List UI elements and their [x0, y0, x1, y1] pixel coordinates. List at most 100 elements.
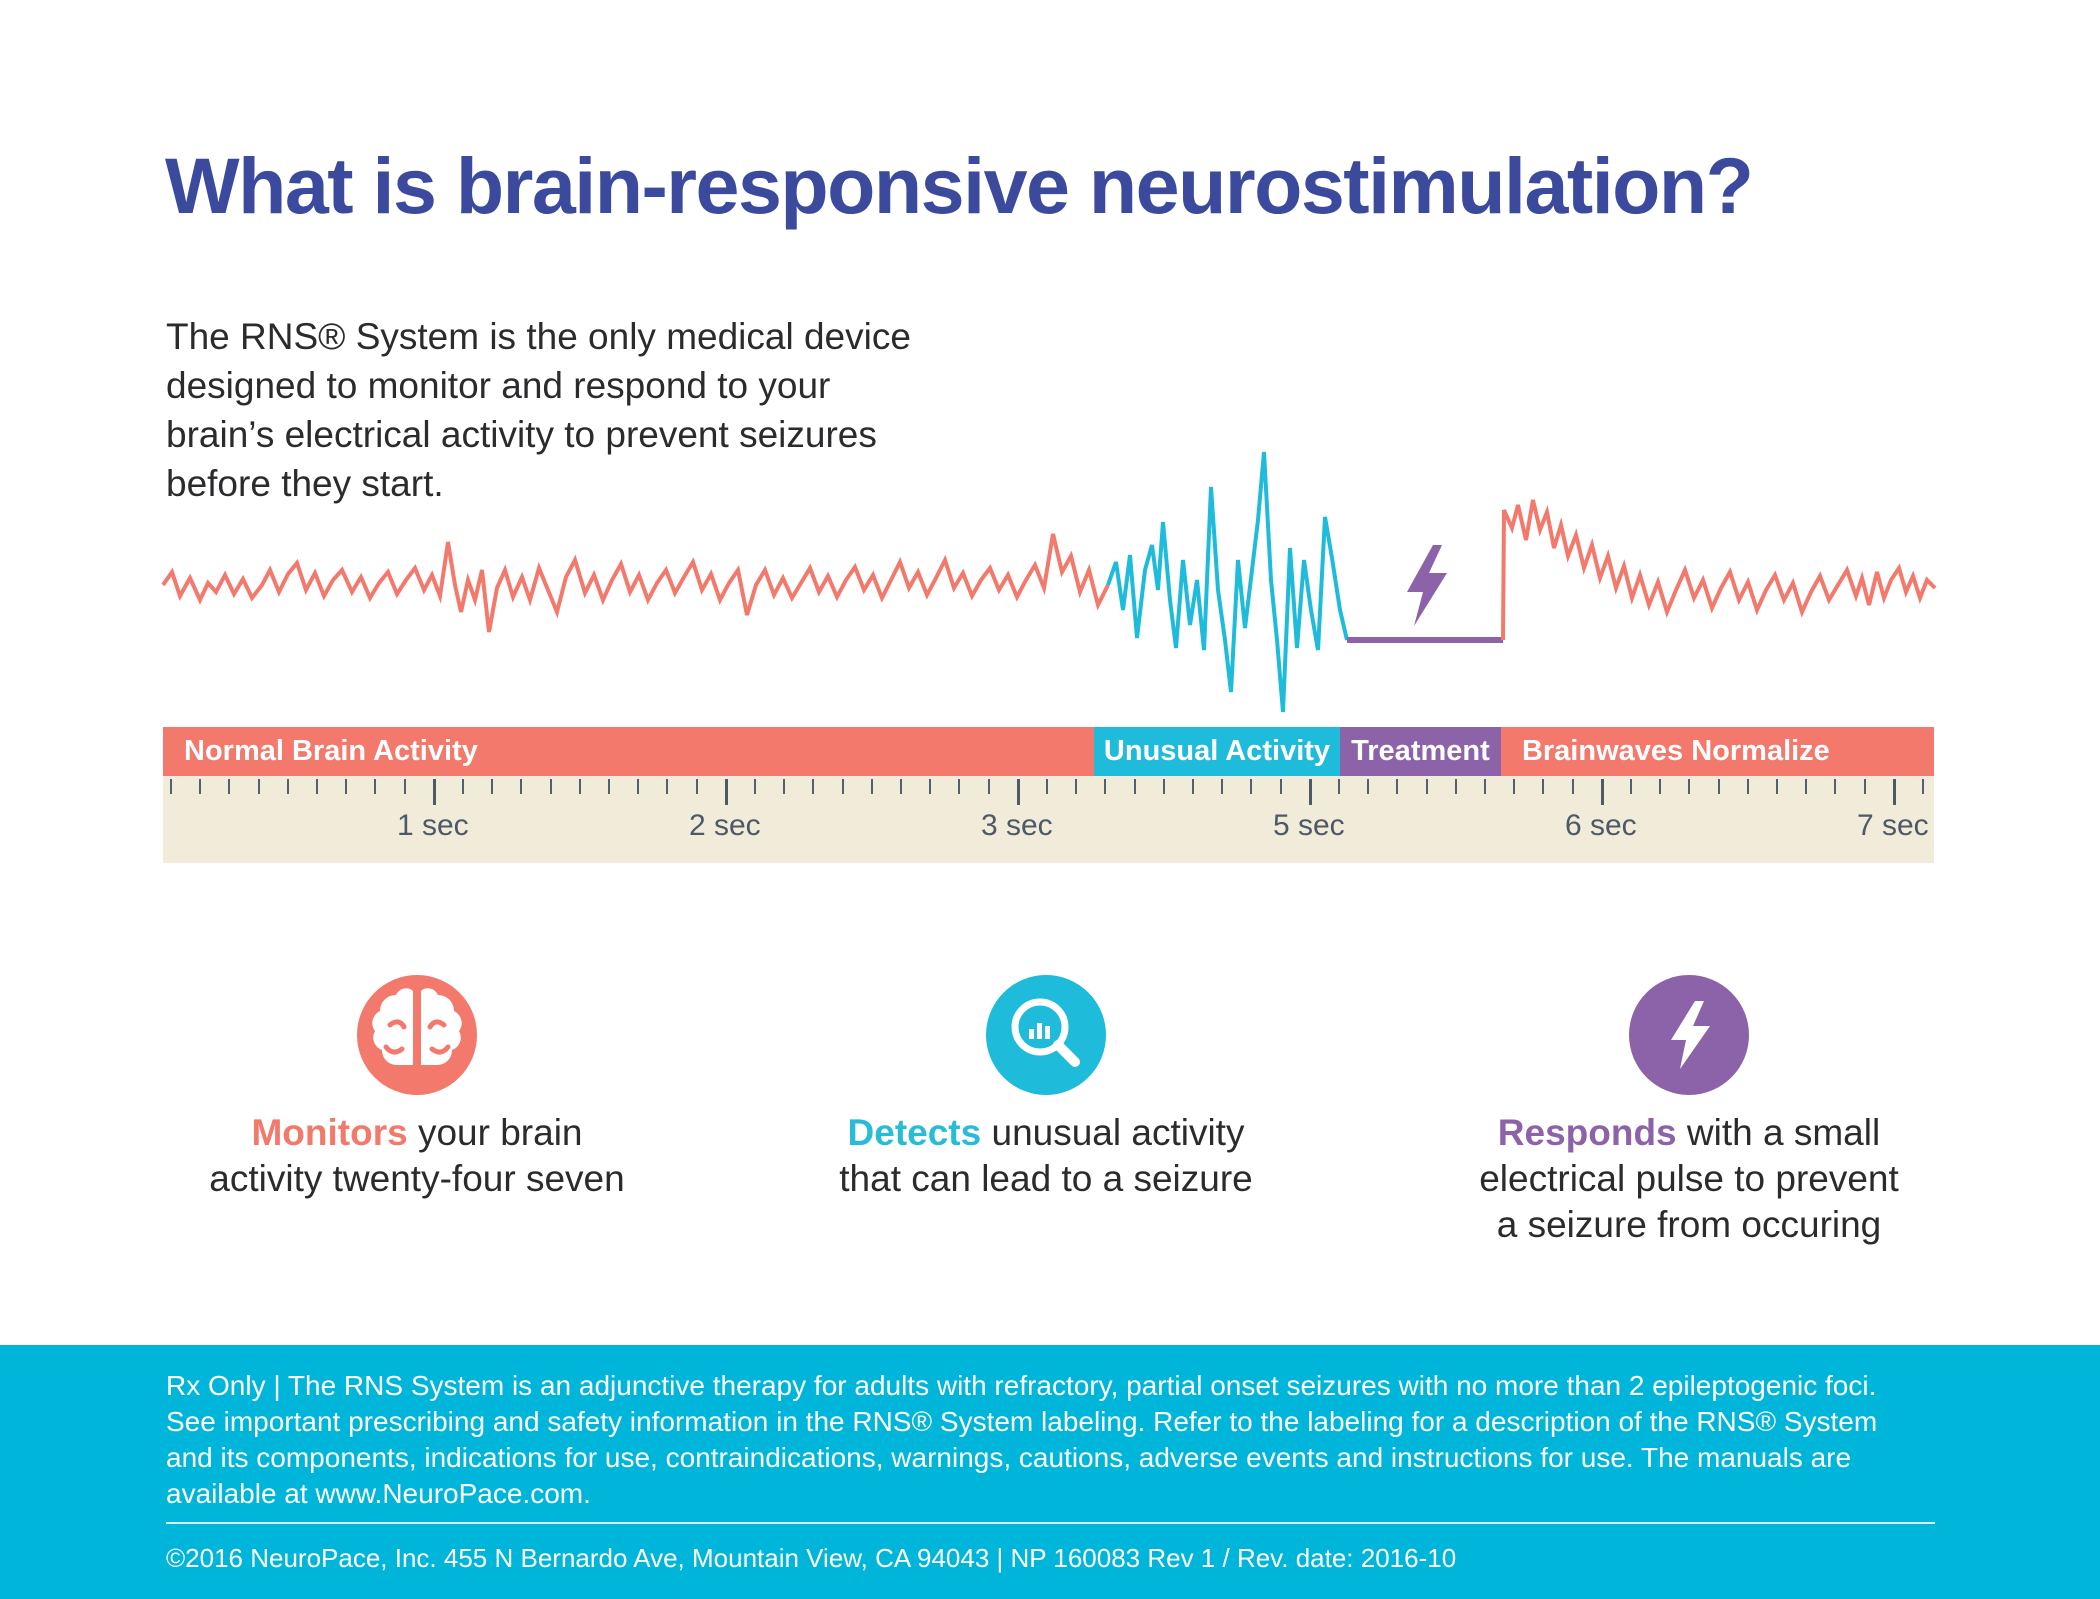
- ruler-tick-label: 2 sec: [688, 809, 761, 842]
- ruler-minor-tick: [1367, 779, 1370, 794]
- ruler-minor-tick: [1250, 779, 1253, 794]
- intro-line: The RNS® System is the only medical devi…: [166, 316, 911, 357]
- safety-disclaimer: Rx Only | The RNS System is an adjunctiv…: [166, 1368, 1966, 1512]
- feature-accent-word: Responds: [1497, 1112, 1677, 1153]
- ruler-major-tick: [724, 779, 728, 805]
- respond-caption: Responds with a small electrical pulse to…: [1389, 1110, 1989, 1248]
- ruler-major-tick: [432, 779, 436, 805]
- ruler-minor-tick: [1133, 779, 1136, 794]
- feature-accent-word: Monitors: [251, 1112, 408, 1153]
- intro-line: before they start.: [166, 463, 444, 504]
- ruler-tick-label: 5 sec: [1272, 809, 1345, 842]
- footer-divider: [166, 1522, 1935, 1524]
- ruler-minor-tick: [199, 779, 202, 794]
- ruler-minor-tick: [958, 779, 961, 794]
- feature-caption-text: activity twenty-four seven: [209, 1158, 625, 1199]
- feature-caption-text: a seizure from occuring: [1496, 1204, 1882, 1245]
- ruler-minor-tick: [257, 779, 260, 794]
- copyright-line: ©2016 NeuroPace, Inc. 455 N Bernardo Ave…: [166, 1543, 1457, 1573]
- ruler-minor-tick: [1922, 779, 1924, 794]
- monitor-feature: [357, 975, 477, 1095]
- feature-caption-text: electrical pulse to prevent: [1479, 1158, 1899, 1199]
- ruler-minor-tick: [1834, 779, 1837, 794]
- ruler-minor-tick: [462, 779, 464, 794]
- ruler-minor-tick: [1075, 779, 1078, 794]
- intro-line: designed to monitor and respond to your: [166, 365, 831, 406]
- brain-icon: [357, 975, 477, 1095]
- ruler-minor-tick: [228, 779, 231, 794]
- ruler-minor-tick: [549, 779, 552, 794]
- ruler-minor-tick: [1454, 779, 1457, 794]
- ruler-minor-tick: [1338, 779, 1340, 794]
- ruler-major-tick: [1308, 779, 1312, 805]
- disclaimer-line: Rx Only | The RNS System is an adjunctiv…: [166, 1370, 1877, 1401]
- page-title: What is brain-responsive neurostimulatio…: [165, 141, 1754, 230]
- intro-paragraph: The RNS® System is the only medical devi…: [166, 312, 1116, 508]
- ruler-minor-tick: [1688, 779, 1691, 794]
- ruler-tick-label: 6 sec: [1564, 809, 1637, 842]
- ruler-minor-tick: [578, 779, 581, 794]
- ruler-minor-tick: [637, 779, 640, 794]
- timeline-segment-label: Brainwaves Normalize: [1521, 735, 1830, 767]
- ruler-major-tick: [1600, 779, 1604, 805]
- ruler-minor-tick: [783, 779, 786, 794]
- ruler-minor-tick: [316, 779, 318, 794]
- disclaimer-line: and its components, indications for use,…: [166, 1442, 1852, 1473]
- ruler-minor-tick: [754, 779, 756, 794]
- eeg-segment-unusual-activity: [1106, 451, 1349, 713]
- feature-accent-word: Detects: [847, 1112, 982, 1153]
- ruler-minor-tick: [1805, 779, 1808, 794]
- feature-caption-text: that can lead to a seizure: [839, 1158, 1253, 1199]
- eeg-segment-brainwaves-normalize: [1501, 499, 1937, 641]
- respond-feature: [1629, 975, 1749, 1095]
- ruler-major-tick: [1892, 779, 1896, 805]
- ruler-minor-tick: [900, 779, 902, 794]
- stimulation-bolt-icon: [1407, 545, 1447, 626]
- feature-caption-line: Detects unusual activity: [746, 1110, 1346, 1156]
- ruler-minor-tick: [1863, 779, 1866, 794]
- ruler-minor-tick: [1630, 779, 1632, 794]
- ruler-minor-tick: [1659, 779, 1662, 794]
- ruler-minor-tick: [1162, 779, 1165, 794]
- timeline-segment: Normal Brain Activity: [163, 727, 1094, 776]
- ruler-minor-tick: [1571, 779, 1574, 794]
- ruler-minor-tick: [1279, 779, 1282, 794]
- ruler-minor-tick: [929, 779, 932, 794]
- ruler-minor-tick: [520, 779, 523, 794]
- footer-band: Rx Only | The RNS System is an adjunctiv…: [0, 1345, 2100, 1599]
- ruler-minor-tick: [1221, 779, 1224, 794]
- ruler-minor-tick: [1192, 779, 1194, 794]
- feature-caption-line: electrical pulse to prevent: [1389, 1156, 1989, 1202]
- feature-caption-line: Monitors your brain: [117, 1110, 717, 1156]
- ruler-tick-label: 7 sec: [1856, 809, 1929, 842]
- ruler-minor-tick: [403, 779, 406, 794]
- feature-caption-text: your brain: [407, 1112, 583, 1153]
- ruler-minor-tick: [1717, 779, 1720, 794]
- feature-caption-line: that can lead to a seizure: [746, 1156, 1346, 1202]
- ruler-minor-tick: [1046, 779, 1048, 794]
- ruler-major-tick: [1016, 779, 1020, 805]
- ruler-tick-label: 3 sec: [980, 809, 1053, 842]
- ruler-minor-tick: [812, 779, 815, 794]
- seconds-ruler: 1 sec 2 sec 3 sec 5 sec 6 sec 7 sec: [163, 776, 1934, 863]
- disclaimer-line: See important prescribing and safety inf…: [166, 1406, 1878, 1437]
- ruler-minor-tick: [1776, 779, 1778, 794]
- lightning-bolt-icon: [1629, 975, 1749, 1095]
- feature-caption-line: activity twenty-four seven: [117, 1156, 717, 1202]
- ruler-minor-tick: [491, 779, 494, 794]
- ruler-tick-label: 1 sec: [396, 809, 469, 842]
- timeline-segment-label: Unusual Activity: [1103, 735, 1331, 767]
- disclaimer-line: available at www.NeuroPace.com.: [166, 1478, 591, 1509]
- magnifier-chart-icon: [986, 975, 1106, 1095]
- ruler-minor-tick: [666, 779, 669, 794]
- ruler-minor-tick: [345, 779, 348, 794]
- feature-caption-text: with a small: [1676, 1112, 1881, 1153]
- ruler-minor-tick: [987, 779, 990, 794]
- ruler-minor-tick: [1746, 779, 1749, 794]
- timeline-segment: Treatment: [1339, 727, 1501, 776]
- feature-caption-text: unusual activity: [981, 1112, 1245, 1153]
